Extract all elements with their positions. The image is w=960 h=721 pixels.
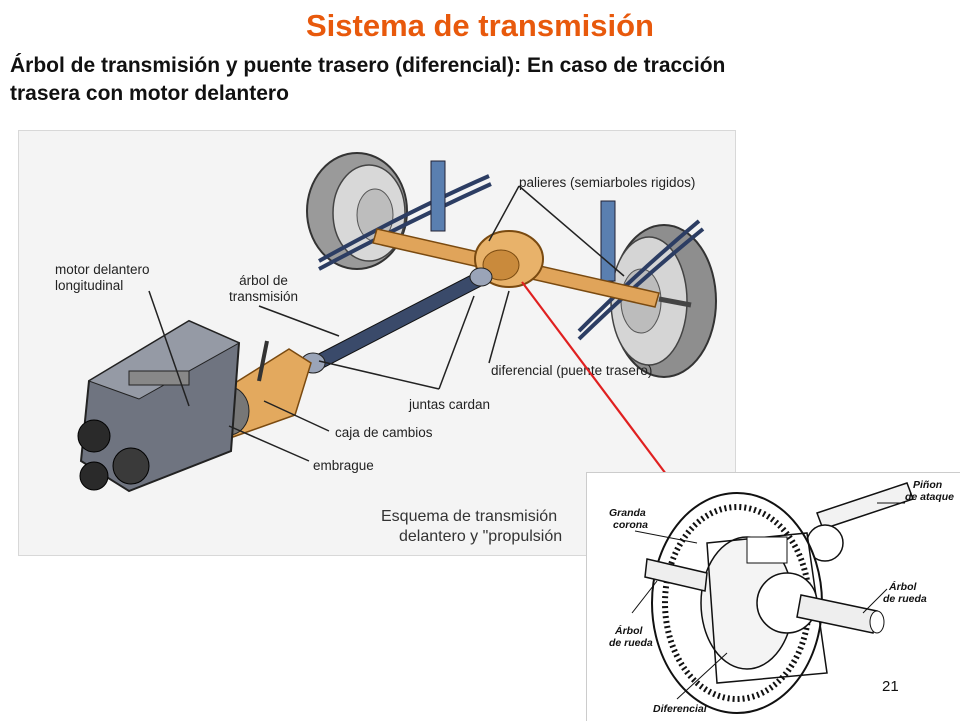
label-arbol-line-1: árbol de: [239, 273, 288, 288]
slide-title: Sistema de transmisión: [305, 8, 654, 43]
label-juntas-cardan: juntas cardan: [409, 397, 491, 412]
inset-label-arbol-left: Árbol de rueda: [609, 625, 653, 649]
pinion-shaft: [806, 482, 914, 562]
page-number: 21: [882, 678, 899, 695]
slide-subtitle: Árbol de transmisión y puente trasero (d…: [10, 52, 940, 108]
inset-label-pinon-1: Piñon: [913, 479, 943, 491]
shock-absorbers: [430, 160, 616, 282]
label-motor-line-2: longitudinal: [55, 278, 124, 293]
label-diferencial: diferencial (puente trasero): [491, 363, 653, 378]
label-arrows: [148, 185, 625, 462]
label-motor-line-1: motor delantero: [55, 262, 150, 277]
label-caja-cambios: caja de cambios: [335, 425, 433, 440]
inset-label-corona: Granda corona: [609, 507, 648, 531]
caption-line-1: Esquema de transmisión: [381, 508, 558, 525]
label-embrague: embrague: [313, 458, 374, 473]
inset-label-arbol-right-2: de rueda: [883, 593, 927, 605]
label-arbol-transmision: árbol de transmisión: [229, 273, 298, 305]
drivetrain-illustration: [77, 152, 717, 493]
left-wheel-shaft: [644, 558, 708, 592]
inset-label-arbol-right: Árbol de rueda: [883, 581, 927, 605]
inset-label-pinon: Piñon de ataque: [905, 479, 954, 503]
inset-label-corona-2: corona: [613, 519, 649, 531]
label-palieres: palieres (semiarboles rigidos): [519, 175, 696, 190]
diagram-caption: Esquema de transmisión delantero y "prop…: [381, 507, 562, 547]
leaf-springs: [318, 174, 705, 341]
inset-label-arbol-left-2: de rueda: [609, 637, 653, 649]
subtitle-line-2: trasera con motor delantero: [10, 82, 289, 105]
caption-line-2: delantero y "propulsión: [399, 528, 563, 545]
propeller-shaft: [300, 267, 493, 374]
inset-label-arbol-right-1: Árbol: [889, 581, 917, 593]
inset-leader-lines: [631, 502, 905, 700]
inset-label-pinon-2: de ataque: [905, 491, 955, 503]
right-wheel-shaft: [796, 594, 885, 634]
inset-label-corona-1: Granda: [609, 507, 646, 519]
differential-inset: Granda corona Piñon de ataque Árbol de r…: [586, 472, 960, 721]
engine-block: [77, 319, 241, 493]
differential-illustration: [631, 482, 914, 714]
rear-axle-housing: [372, 228, 692, 308]
inset-label-diferencial: Diferencial: [653, 703, 707, 715]
subtitle-line-1: Árbol de transmisión y puente trasero (d…: [10, 54, 726, 77]
label-arbol-line-2: transmisión: [229, 289, 299, 304]
inset-label-arbol-left-1: Árbol: [615, 625, 643, 637]
label-motor-delantero: motor delantero longitudinal: [55, 262, 150, 294]
